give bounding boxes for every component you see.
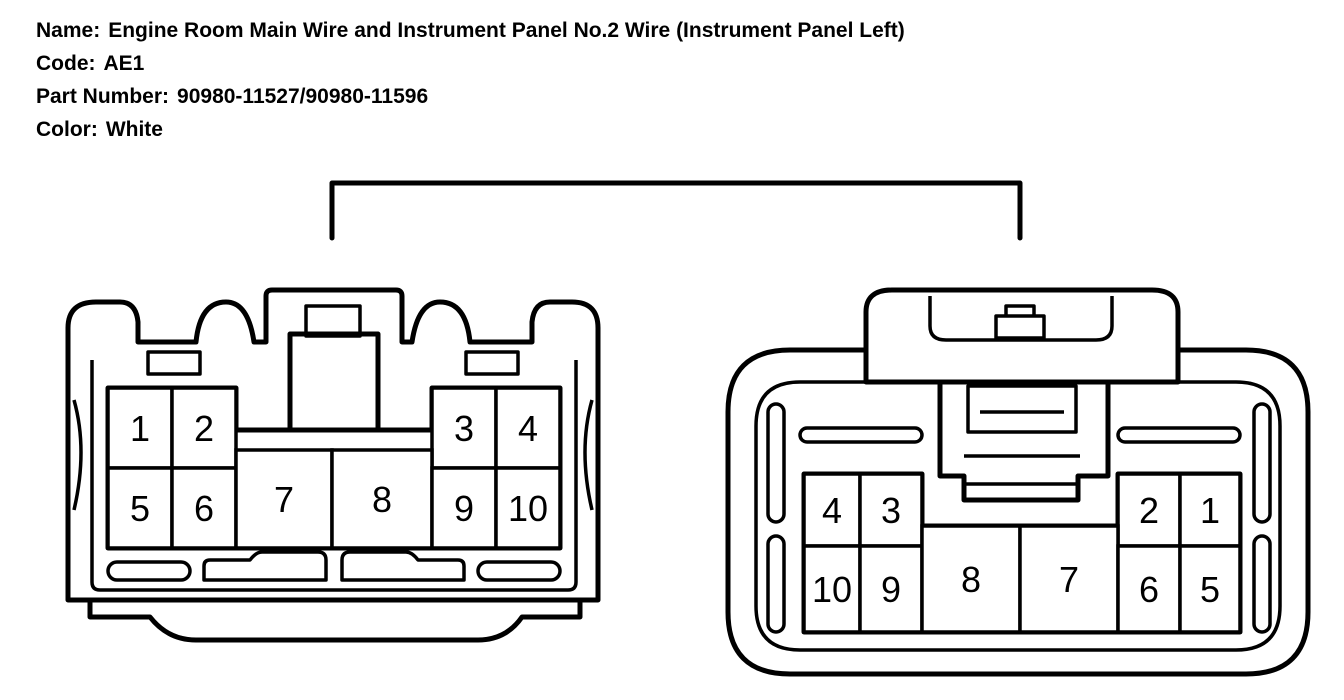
right-vslot-3 [1252,402,1272,524]
right-pin-3: 2 [1116,472,1182,548]
right-pin-number: 9 [881,569,901,610]
right-slot-right [1116,426,1242,444]
right-pin-cavity [858,544,924,634]
left-pin-number: 1 [130,408,150,449]
left-pin-5: 5 [106,466,174,550]
left-pin-6: 6 [170,466,238,550]
connector-info: Name: Engine Room Main Wire and Instrumen… [36,14,905,146]
left-pin-number: 2 [194,408,214,449]
right-latch-cap-inner [928,296,1114,342]
left-pin-cavity [430,466,498,550]
left-pin-number: 8 [372,479,392,520]
right-pin-number: 4 [822,490,842,531]
name-value: Engine Room Main Wire and Instrument Pan… [108,19,905,42]
color-value: White [105,118,163,141]
left-tab [146,350,202,376]
left-pin-number: 6 [194,488,214,529]
left-side-notch [72,399,83,511]
left-outer-housing [65,287,601,603]
left-slot-3 [340,550,466,582]
left-pin-7: 7 [234,448,334,550]
right-inner-wall [754,380,1282,652]
right-latch-cap [863,287,1181,385]
code-label: Code: [36,52,96,75]
right-latch-key [994,314,1046,340]
right-pin-4: 1 [1178,472,1242,548]
right-pin-cavity [1178,472,1242,548]
left-bottom-ledge [87,597,583,643]
name-row: Name: Engine Room Main Wire and Instrumen… [36,14,905,47]
left-connector: 1 2 3 4 5 6 7 8 9 10 [65,287,601,643]
part-number-row: Part Number: 90980-11527/90980-11596 [36,80,905,113]
left-slot-4 [476,560,562,582]
right-pin-6: 9 [858,544,924,634]
right-pin-number: 5 [1200,569,1220,610]
left-pin-number: 7 [274,479,294,520]
left-pin-cavity [330,448,434,550]
left-pin-cavity [234,448,334,550]
right-pin-cavity [1178,544,1242,634]
right-pin-number: 8 [961,559,981,600]
right-latch-key-top [1004,304,1036,316]
right-pin-number: 1 [1200,490,1220,531]
left-pin-number: 4 [518,408,538,449]
view-link-bracket [329,180,1023,241]
right-pin-cavity [920,524,1022,634]
part-number-label: Part Number: [36,85,170,108]
right-pin-10: 5 [1178,544,1242,634]
name-label: Name: [36,19,101,42]
right-pin-8: 7 [1018,524,1120,634]
left-pin-number: 5 [130,488,150,529]
right-pin-number: 3 [881,490,901,531]
right-outer-housing [725,347,1311,677]
left-latch [287,331,381,433]
left-pin-4: 4 [494,386,562,470]
right-vslot-1 [766,402,786,524]
right-pin-cavity [802,544,862,634]
right-pin-2: 3 [858,472,924,548]
right-tab [464,350,520,376]
right-pin-cavity [1116,544,1182,634]
part-number-value: 90980-11527/90980-11596 [177,85,429,108]
left-inner-wall [90,360,578,592]
right-side-notch [583,399,594,511]
code-row: Code: AE1 [36,47,905,80]
color-row: Color: White [36,113,905,146]
left-pin-number: 9 [454,488,474,529]
left-pin-3: 3 [430,386,498,470]
right-vslot-4 [1252,534,1272,634]
right-pin-7: 8 [920,524,1022,634]
left-pin-number: 10 [508,488,548,529]
right-pin-number: 6 [1139,569,1159,610]
code-value: AE1 [103,52,145,75]
right-vslot-2 [766,534,786,634]
right-pin-number: 7 [1059,559,1079,600]
left-slot-2 [202,550,328,582]
right-pin-1: 4 [802,472,862,548]
right-latch-window [966,384,1078,434]
right-latch-body [937,379,1111,503]
right-slot-left [798,426,924,444]
left-pin-number: 3 [454,408,474,449]
color-label: Color: [36,118,98,141]
left-pin-1: 1 [106,386,174,470]
right-pin-9: 6 [1116,544,1182,634]
left-pin-8: 8 [330,448,434,550]
right-pin-cavity [1116,472,1182,548]
right-pin-number: 10 [812,569,852,610]
right-pin-number: 2 [1139,490,1159,531]
left-latch-key [304,304,362,338]
left-pin-grid: 1 2 3 4 5 6 7 8 9 10 [106,386,562,550]
left-pin-cavity [494,466,562,550]
left-pin-9: 9 [430,466,498,550]
left-slot-1 [106,560,192,582]
left-pin-10: 10 [494,466,562,550]
left-pin-2: 2 [170,386,238,470]
right-pin-5: 10 [802,544,862,634]
left-pin-cavity [106,466,174,550]
